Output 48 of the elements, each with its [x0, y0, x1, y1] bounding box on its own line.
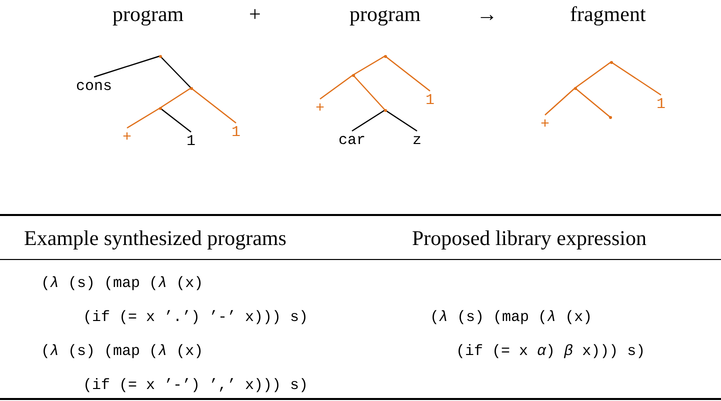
heading-label: program	[350, 2, 421, 26]
tree-branch	[544, 88, 576, 116]
branch-point	[190, 86, 192, 90]
heading-label: fragment	[570, 2, 646, 26]
arrow-sign: →	[476, 2, 498, 26]
tree-branch	[160, 108, 192, 132]
tree-branch	[574, 88, 610, 118]
tree-branch	[352, 55, 386, 76]
tree-branch	[320, 74, 354, 100]
branch-point	[352, 74, 354, 76]
code-line: (if (= x α) β x))) s)	[456, 343, 646, 361]
branch-point	[608, 116, 612, 118]
tree-branch	[352, 74, 386, 110]
tree-branch	[160, 88, 192, 108]
tree-branch	[574, 62, 612, 88]
tree-leaf-label: car	[338, 132, 366, 150]
tree-leaf-label: 1	[232, 124, 241, 142]
branch-point	[384, 54, 386, 58]
code-line: (λ (s) (map (λ (x)	[41, 275, 204, 293]
tree-branch	[160, 56, 192, 88]
branch-point	[384, 108, 386, 112]
branch-point	[574, 86, 576, 90]
tree-branch	[384, 56, 430, 92]
code-line: (if (= x ’-’) ’,’ x))) s)	[83, 377, 308, 395]
column-header: Proposed library expression	[412, 226, 646, 250]
tree-branch	[94, 55, 160, 78]
tree-leaf-label: +	[316, 100, 325, 118]
tree-branch	[610, 62, 662, 96]
tree-leaf-label: +	[122, 129, 132, 147]
branch-point	[610, 60, 612, 64]
tree-leaf-label: 1	[186, 133, 196, 151]
tree-branch	[384, 110, 418, 132]
code-line: (λ (s) (map (λ (x)	[430, 309, 592, 327]
code-line: (λ (s) (map (λ (x)	[41, 343, 204, 361]
heading-label: program	[112, 2, 184, 26]
tree-leaf-label: +	[540, 116, 550, 134]
branch-point	[158, 106, 162, 110]
branch-point	[158, 54, 162, 58]
tree-branch	[352, 110, 386, 132]
plus-sign: +	[249, 2, 261, 26]
tree-leaf-label: z	[412, 132, 422, 150]
tree-branch	[190, 88, 236, 124]
tree-leaf-label: 1	[426, 92, 435, 110]
column-header: Example synthesized programs	[24, 226, 286, 250]
tree-leaf-label: cons	[76, 78, 112, 96]
tree-leaf-label: 1	[656, 96, 666, 114]
code-line: (if (= x ’.’) ’-’ x))) s)	[83, 309, 308, 327]
tree-branch	[126, 107, 160, 129]
